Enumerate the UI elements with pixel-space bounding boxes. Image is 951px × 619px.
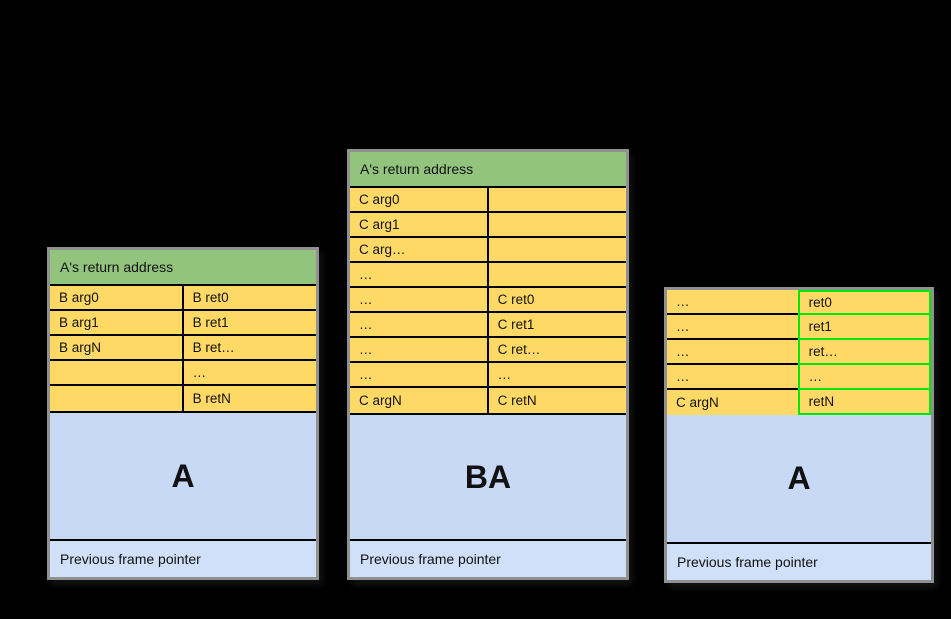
- slot-cell-left: …: [667, 365, 798, 390]
- frame-body-cell: A: [667, 415, 931, 544]
- slot-cell-left: B arg0: [50, 286, 182, 311]
- highlighted-ret-cell: ret1: [797, 315, 931, 340]
- slot-cell-right: C ret1: [486, 313, 626, 338]
- return-address-header-cell: A's return address: [50, 250, 316, 286]
- slot-row: C arg0: [350, 188, 626, 213]
- slot-cell-left: C argN: [667, 390, 798, 415]
- slot-row: …ret1: [667, 315, 931, 340]
- slot-cell-right: [486, 188, 626, 213]
- slot-cell-left: B argN: [50, 336, 182, 361]
- slot-row: C arg…: [350, 238, 626, 263]
- slot-row: ……: [667, 365, 931, 390]
- highlighted-ret-cell: …: [797, 365, 931, 390]
- slot-cell-left: C arg1: [350, 213, 487, 238]
- previous-frame-pointer-cell: Previous frame pointer: [350, 541, 626, 577]
- slot-row: …ret0: [667, 290, 931, 315]
- slot-cell-left: …: [667, 315, 798, 340]
- slot-cell-right: [486, 213, 626, 238]
- slot-cell-right: [486, 263, 626, 288]
- slot-cell-left: C arg0: [350, 188, 487, 213]
- frame-body-cell: BA: [350, 413, 626, 541]
- slot-row: …: [350, 263, 626, 288]
- slot-cell-right: …: [181, 361, 316, 386]
- previous-frame-pointer-cell: Previous frame pointer: [50, 541, 316, 577]
- slot-row: B retN: [50, 386, 316, 411]
- slot-cell-left: …: [667, 340, 798, 365]
- slot-cell-left: C argN: [350, 388, 487, 413]
- slot-row: ……: [350, 363, 626, 388]
- slot-row: …C ret…: [350, 338, 626, 363]
- slot-cell-right: C ret…: [486, 338, 626, 363]
- previous-frame-pointer-cell: Previous frame pointer: [667, 544, 931, 580]
- slot-cell-left: …: [350, 263, 487, 288]
- slot-row: …ret…: [667, 340, 931, 365]
- slot-cell-right: …: [486, 363, 626, 388]
- slot-cell-right: C retN: [486, 388, 626, 413]
- slot-cell-left: …: [350, 363, 487, 388]
- slot-row: …C ret0: [350, 288, 626, 313]
- slot-cell-right: B ret0: [181, 286, 316, 311]
- slot-row: …C ret1: [350, 313, 626, 338]
- slot-cell-left: [50, 361, 182, 386]
- slot-cell-right: B retN: [181, 386, 316, 411]
- slot-cell-left: …: [350, 338, 487, 363]
- slot-cell-right: [486, 238, 626, 263]
- slot-cell-left: [50, 386, 182, 411]
- highlighted-ret-cell: retN: [797, 390, 931, 415]
- slot-cell-right: C ret0: [486, 288, 626, 313]
- slot-cell-left: …: [350, 288, 487, 313]
- highlighted-ret-cell: ret0: [797, 290, 931, 315]
- slot-cell-right: B ret1: [181, 311, 316, 336]
- slot-row: …: [50, 361, 316, 386]
- slot-cell-left: …: [350, 313, 487, 338]
- highlighted-ret-cell: ret…: [797, 340, 931, 365]
- frame-body-cell: A: [50, 411, 316, 541]
- slot-row: C arg1: [350, 213, 626, 238]
- slot-cell-left: B arg1: [50, 311, 182, 336]
- return-address-header-cell: A's return address: [350, 152, 626, 188]
- slot-cell-left: …: [667, 290, 798, 315]
- slot-cell-left: C arg…: [350, 238, 487, 263]
- slot-cell-right: B ret…: [181, 336, 316, 361]
